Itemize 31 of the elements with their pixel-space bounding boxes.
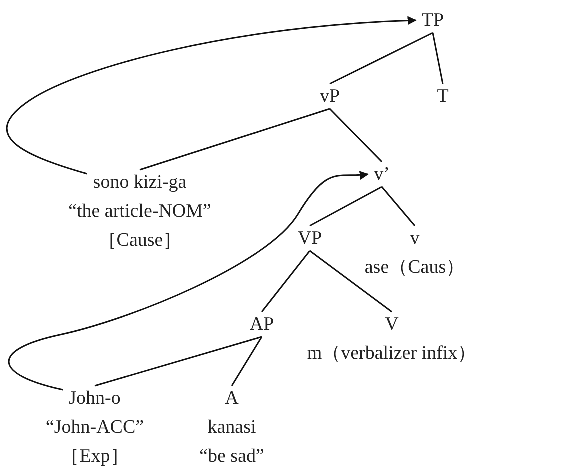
tree-branch (432, 32, 444, 84)
tree-label: ase（Caus） (364, 256, 466, 280)
tree-label: VP (298, 227, 322, 251)
tree-branch (329, 108, 383, 163)
tree-branch (261, 250, 311, 312)
tree-branch (310, 250, 392, 313)
tree-label: V (385, 313, 399, 337)
tree-label: v (410, 227, 420, 251)
tree-branch (231, 336, 263, 386)
tree-label: v’ (374, 163, 390, 187)
tree-label: A (225, 387, 239, 411)
tree-branch (140, 108, 330, 171)
tree-label: ［Exp］ (60, 445, 130, 469)
tree-label: TP (422, 9, 444, 33)
tree-label: vP (320, 85, 340, 109)
tree-label: AP (250, 313, 274, 337)
tree-label: “be sad” (200, 445, 264, 469)
tree-label: T (437, 85, 449, 109)
tree-label: John-o (69, 387, 121, 411)
tree-branch (381, 186, 416, 226)
tree-label: ［Cause］ (98, 229, 182, 253)
tree-branch (330, 32, 434, 85)
movement-arrow (8, 170, 369, 391)
tree-label: “John-ACC” (46, 416, 144, 440)
tree-label: m（verbalizer infix） (307, 342, 477, 366)
tree-label: sono kizi-ga (93, 171, 187, 195)
tree-label: “the article-NOM” (68, 200, 212, 224)
movement-arrow (6, 16, 417, 175)
tree-branch (94, 336, 262, 387)
tree-label: kanasi (208, 416, 256, 440)
tree-branch (310, 186, 382, 227)
